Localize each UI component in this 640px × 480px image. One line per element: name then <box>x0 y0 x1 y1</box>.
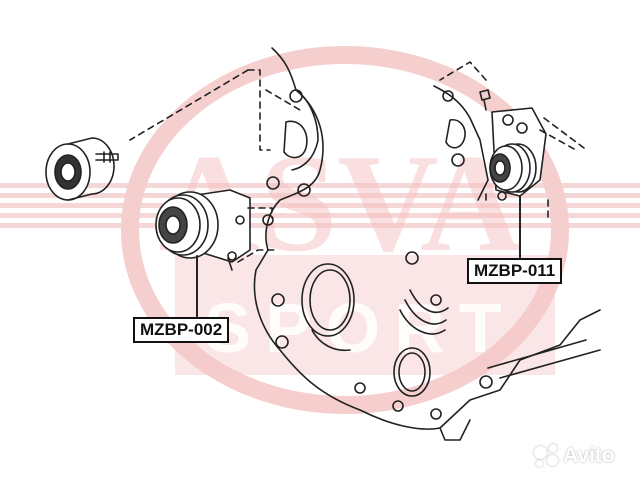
upper-right-housing <box>433 85 491 201</box>
avito-text: Avito <box>563 444 615 467</box>
asva-sport-watermark: ASVA SPORT <box>0 46 640 414</box>
part-label-mzbp-011: MZBP-011 <box>467 258 563 284</box>
tensioner-pulley-right <box>489 107 547 201</box>
flange-lines <box>487 339 601 379</box>
part-label-mzbp-002: MZBP-002 <box>133 317 230 343</box>
watermark-ellipse <box>121 46 569 414</box>
avito-logo-icon <box>534 444 560 468</box>
leader-lines <box>196 195 521 319</box>
idler-pulley-left <box>45 137 119 201</box>
avito-badge: Avito <box>534 444 615 468</box>
watermark-stripes <box>0 183 640 228</box>
watermark-logo-subtext: SPORT <box>204 289 515 367</box>
tensioner-pulley-left <box>155 189 251 271</box>
line-drawing <box>45 47 601 441</box>
engine-front-cover <box>253 47 601 441</box>
dashed-guides-right <box>439 61 585 223</box>
dashed-guides-left <box>129 69 301 263</box>
